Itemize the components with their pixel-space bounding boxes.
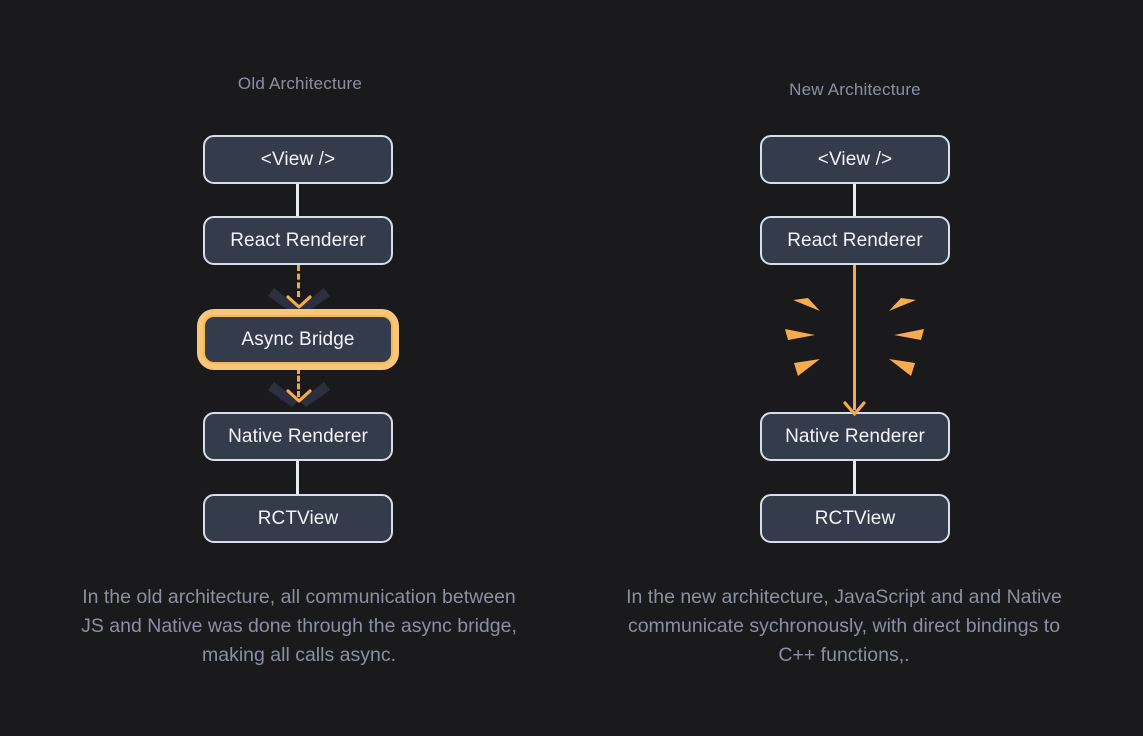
old-architecture-caption: In the old architecture, all communicati…: [81, 586, 517, 666]
old-architecture-title: Old Architecture: [237, 74, 363, 93]
new-node-native-renderer[interactable]: Native Renderer: [760, 412, 950, 461]
old-connector-native-to-rctview: [296, 461, 299, 494]
old-node-async-bridge[interactable]: Async Bridge: [203, 315, 393, 364]
new-burst-rays-right: [889, 298, 924, 376]
new-node-rctview[interactable]: RCTView: [760, 494, 950, 543]
new-node-view[interactable]: <View />: [760, 135, 950, 184]
old-dashed-line-react-to-bridge: [297, 265, 300, 297]
old-node-rctview[interactable]: RCTView: [203, 494, 393, 543]
new-burst-rays-left: [785, 298, 820, 376]
new-architecture-caption: In the new architecture, JavaScript and …: [626, 586, 1062, 666]
new-architecture-title: New Architecture: [789, 80, 921, 99]
old-node-react-renderer[interactable]: React Renderer: [203, 216, 393, 265]
old-dashed-line-bridge-to-native: [297, 368, 300, 397]
new-node-react-renderer[interactable]: React Renderer: [760, 216, 950, 265]
old-node-view[interactable]: <View />: [203, 135, 393, 184]
new-connector-native-to-rctview: [853, 461, 856, 494]
old-node-native-renderer[interactable]: Native Renderer: [203, 412, 393, 461]
old-arrowhead-upper: [286, 295, 312, 309]
new-orange-line-react-to-native: [853, 265, 856, 410]
old-connector-view-to-react-renderer: [296, 184, 299, 216]
new-connector-view-to-react-renderer: [853, 184, 856, 216]
